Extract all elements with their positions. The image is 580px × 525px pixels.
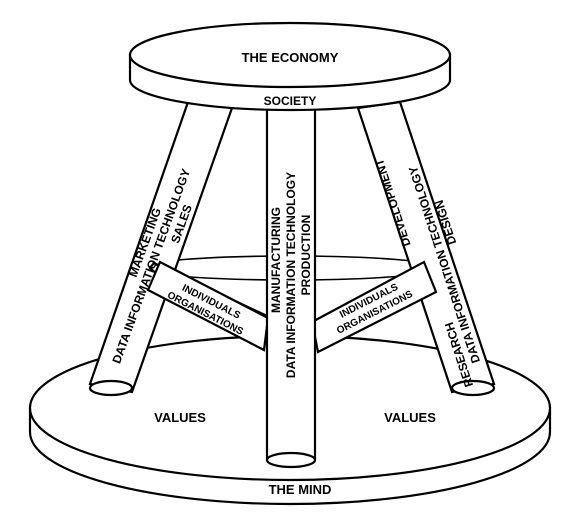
- base-left-label: VALUES: [154, 410, 206, 425]
- top-seat: [128, 21, 452, 112]
- top-seat-rim-label: SOCIETY: [264, 94, 317, 108]
- top-seat-title: THE ECONOMY: [242, 50, 339, 65]
- center-leg-line2: DATA INFORMATION TECHNOLOGY: [284, 172, 298, 378]
- center-leg-line1: MANUFACTURING: [269, 207, 283, 313]
- base-right-label: VALUES: [384, 410, 436, 425]
- base-title: THE MIND: [269, 482, 332, 497]
- center-leg-line3: PRODUCTION: [299, 215, 313, 296]
- left-brace: [146, 260, 278, 352]
